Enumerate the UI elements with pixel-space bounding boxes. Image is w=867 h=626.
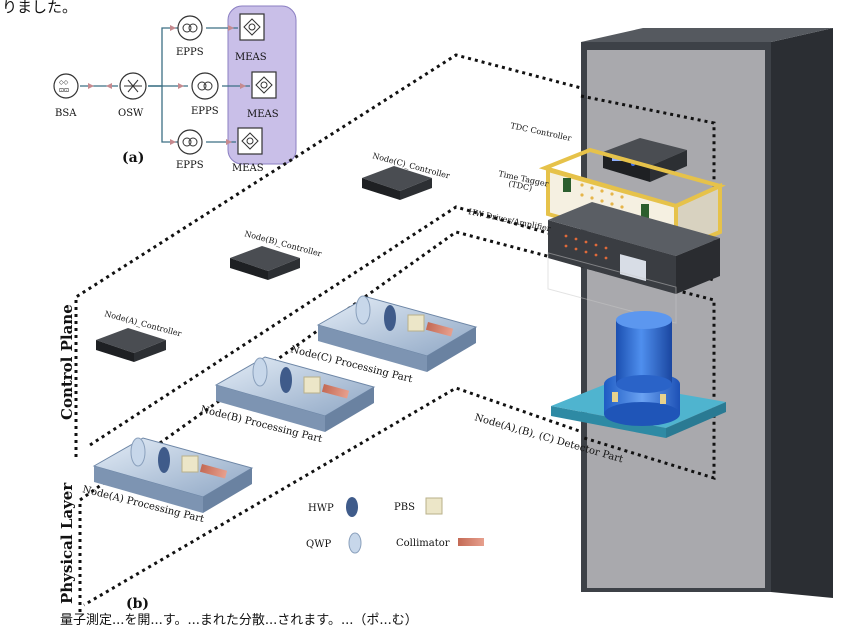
hw-driver-device (547, 202, 720, 324)
hw-driver-label: HW Driver/Amplifier (468, 207, 552, 233)
meas-label-3: MEAS (232, 163, 264, 174)
rack-side (771, 28, 833, 598)
bsa-glyph-icon: ◇◇ (59, 79, 69, 86)
meas-label-1: MEAS (235, 52, 267, 63)
epps-label-2: EPPS (191, 106, 219, 117)
meas-2: MEAS (247, 71, 279, 120)
epps-label-1: EPPS (176, 47, 204, 58)
panel-a-arrowheads (88, 25, 246, 145)
epps-3: EPPS (176, 129, 204, 171)
meas-3: MEAS (232, 127, 264, 174)
epps-2: EPPS (191, 72, 219, 117)
node-b-controller-device (230, 246, 300, 280)
server-rack (581, 28, 833, 598)
legend-hwp: HWP (308, 503, 334, 514)
node-c-processing-plate (316, 295, 478, 372)
switch-icon (124, 79, 142, 93)
legend: HWP QWP PBS Collimator (306, 497, 484, 554)
node-a-controller-device (96, 328, 166, 362)
meas-label-2: MEAS (247, 109, 279, 120)
collimator-icon (458, 538, 484, 546)
meas-1: MEAS (235, 13, 267, 63)
bottom-strip-text: 量子測定...を開...す。...まれた分散...されます。...（ポ...む） (60, 613, 418, 626)
detector-device (551, 311, 726, 438)
top-strip-text: りました。 (2, 0, 77, 16)
tdc-controller-label: TDC Controller (510, 121, 573, 143)
panel-a: ◇◇ ⊡⊡ BSA OSW EPPS EPPS EPPS (53, 5, 297, 174)
node-a-processing-plate (92, 437, 254, 513)
physical-layer-label: Physical Layer (58, 482, 76, 604)
legend-collimator: Collimator (396, 538, 450, 549)
legend-pbs: PBS (394, 502, 415, 513)
epps-label-3: EPPS (176, 160, 204, 171)
bsa-label: BSA (55, 108, 77, 119)
panel-b-label: (b) (126, 596, 149, 612)
control-plane-label: Control Plane (58, 304, 76, 420)
tdc-controller-device (603, 138, 687, 182)
hwp-icon (346, 497, 358, 517)
bsa-node (53, 73, 79, 99)
physical-layer-outline-rack (580, 264, 716, 481)
pbs-icon (425, 497, 443, 515)
qwp-icon (348, 532, 362, 554)
osw-label: OSW (118, 108, 144, 119)
panel-a-label: (a) (122, 150, 144, 166)
legend-qwp: QWP (306, 539, 331, 550)
bsa-glyph-icon-2: ⊡⊡ (59, 87, 69, 94)
node-b-processing-plate (214, 356, 376, 432)
panel-a-connections (80, 27, 250, 143)
rack-top (581, 28, 833, 42)
epps-1: EPPS (176, 15, 204, 58)
node-c-controller-device (362, 166, 432, 200)
